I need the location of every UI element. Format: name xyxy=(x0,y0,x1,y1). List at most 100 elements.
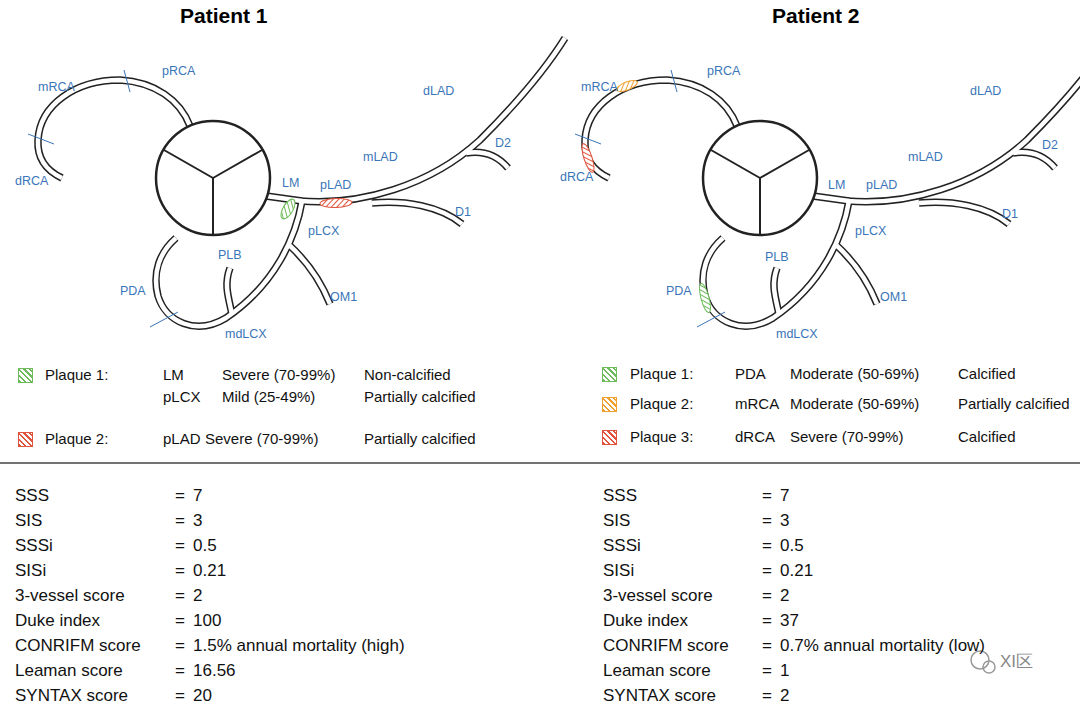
score-cell: 3-vessel score xyxy=(15,586,125,606)
vessel-label: PLB xyxy=(218,248,242,262)
vessel-label: OM1 xyxy=(330,290,357,304)
panel-heading: Patient 1 xyxy=(180,4,268,28)
table-cell: Partially calcified xyxy=(958,395,1070,412)
legend-text: Plaque 2: xyxy=(45,430,108,447)
vessel-label: D2 xyxy=(495,136,511,150)
watermark: XI区 xyxy=(1000,652,1033,672)
score-cell: 0.5 xyxy=(193,536,217,556)
score-cell: 3 xyxy=(780,511,789,531)
vessel-label: D1 xyxy=(1002,207,1018,221)
score-cell: CONRIFM score xyxy=(603,636,729,656)
score-cell: SSSi xyxy=(15,536,53,556)
score-cell: = xyxy=(762,661,772,681)
score-cell: SSS xyxy=(603,486,637,506)
legend-text: Plaque 2: xyxy=(630,395,693,412)
divider-line xyxy=(0,462,1080,464)
score-cell: = xyxy=(762,486,772,506)
score-cell: 0.5 xyxy=(780,536,804,556)
score-cell: Leaman score xyxy=(15,661,123,681)
plaque-marker xyxy=(580,142,597,173)
vessel-label: mLAD xyxy=(363,150,398,164)
table-cell: Severe (70-99%) xyxy=(222,366,335,383)
table-cell: Partially calcified xyxy=(364,388,476,405)
table-cell: Non-calcified xyxy=(364,366,451,383)
table-cell: PDA xyxy=(735,365,766,382)
vessel-label: LM xyxy=(282,176,299,190)
score-cell: SSS xyxy=(15,486,49,506)
table-cell: mRCA xyxy=(735,395,779,412)
vessel-label: mdLCX xyxy=(225,327,267,341)
table-cell: Severe (70-99%) xyxy=(205,430,318,447)
score-cell: = xyxy=(762,611,772,631)
score-cell: = xyxy=(175,611,185,631)
score-cell: = xyxy=(175,561,185,581)
score-cell: 2 xyxy=(780,586,789,606)
legend-text: Plaque 3: xyxy=(630,428,693,445)
score-cell: CONRIFM score xyxy=(15,636,141,656)
score-cell: SSSi xyxy=(603,536,641,556)
vessel-label: dLAD xyxy=(423,84,454,98)
vessel-label: pLCX xyxy=(308,224,339,238)
legend-text: Plaque 1: xyxy=(630,365,693,382)
score-cell: SIS xyxy=(15,511,42,531)
score-cell: 37 xyxy=(780,611,799,631)
vessel-label: mRCA xyxy=(581,80,618,94)
vessel-label: PLB xyxy=(765,250,789,264)
score-cell: SIS xyxy=(603,511,630,531)
score-cell: SISi xyxy=(603,561,634,581)
vessel-label: pRCA xyxy=(707,64,740,78)
table-cell: Moderate (50-69%) xyxy=(790,395,919,412)
vessel-label: D1 xyxy=(455,205,471,219)
vessel-label: dRCA xyxy=(560,170,593,184)
table-cell: dRCA xyxy=(735,428,775,445)
score-cell: Duke index xyxy=(603,611,688,631)
table-cell: LM xyxy=(163,366,184,383)
score-cell: 3-vessel score xyxy=(603,586,713,606)
score-cell: = xyxy=(762,586,772,606)
vessel-label: pRCA xyxy=(162,64,195,78)
score-cell: 3 xyxy=(193,511,202,531)
score-cell: 1 xyxy=(780,661,789,681)
score-cell: SYNTAX score xyxy=(15,686,128,706)
coronary-tree xyxy=(28,38,565,327)
score-cell: 0.21 xyxy=(780,561,813,581)
score-cell: = xyxy=(175,661,185,681)
vessel-label: pLAD xyxy=(866,178,897,192)
score-cell: = xyxy=(175,536,185,556)
legend-text: Plaque 1: xyxy=(45,366,108,383)
table-cell: Calcified xyxy=(958,365,1016,382)
vessel-label: D2 xyxy=(1042,138,1058,152)
score-cell: 100 xyxy=(193,611,221,631)
score-cell: = xyxy=(762,511,772,531)
legend-swatch xyxy=(18,368,33,383)
vessel-label: PDA xyxy=(120,284,146,298)
vessel-label: dLAD xyxy=(970,84,1001,98)
score-cell: 20 xyxy=(193,686,212,706)
vessel-label: mdLCX xyxy=(776,327,818,341)
score-cell: 0.7% annual mortality (low) xyxy=(780,636,985,656)
score-cell: = xyxy=(762,561,772,581)
score-cell: SISi xyxy=(15,561,46,581)
table-cell: Severe (70-99%) xyxy=(790,428,903,445)
score-cell: = xyxy=(175,636,185,656)
score-cell: 7 xyxy=(780,486,789,506)
vessel-label: PDA xyxy=(666,284,692,298)
score-cell: = xyxy=(175,686,185,706)
table-cell: pLCX xyxy=(163,388,201,405)
score-cell: SYNTAX score xyxy=(603,686,716,706)
vessel-label: mLAD xyxy=(908,150,943,164)
plaque-marker xyxy=(278,197,298,221)
score-cell: 0.21 xyxy=(193,561,226,581)
score-cell: 1.5% annual mortality (high) xyxy=(193,636,405,656)
vessel-label: mRCA xyxy=(38,80,75,94)
score-cell: Leaman score xyxy=(603,661,711,681)
plaque-marker xyxy=(320,198,352,208)
plaque-marker xyxy=(615,78,638,94)
score-cell: 7 xyxy=(193,486,202,506)
legend-swatch xyxy=(18,432,33,447)
table-cell: Mild (25-49%) xyxy=(222,388,315,405)
plaque-marker xyxy=(697,282,712,313)
score-cell: 2 xyxy=(193,586,202,606)
